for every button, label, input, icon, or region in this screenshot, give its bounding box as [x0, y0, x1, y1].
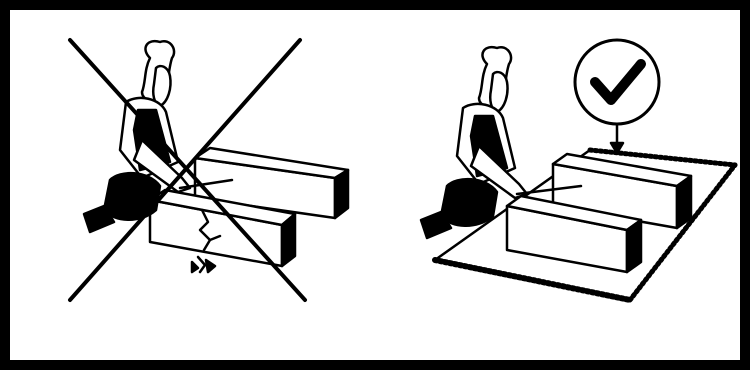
incorrect-panel — [10, 10, 375, 360]
checkmark-icon — [575, 40, 659, 153]
incorrect-illustration — [10, 10, 375, 360]
correct-illustration — [375, 10, 740, 360]
correct-panel — [375, 10, 740, 360]
